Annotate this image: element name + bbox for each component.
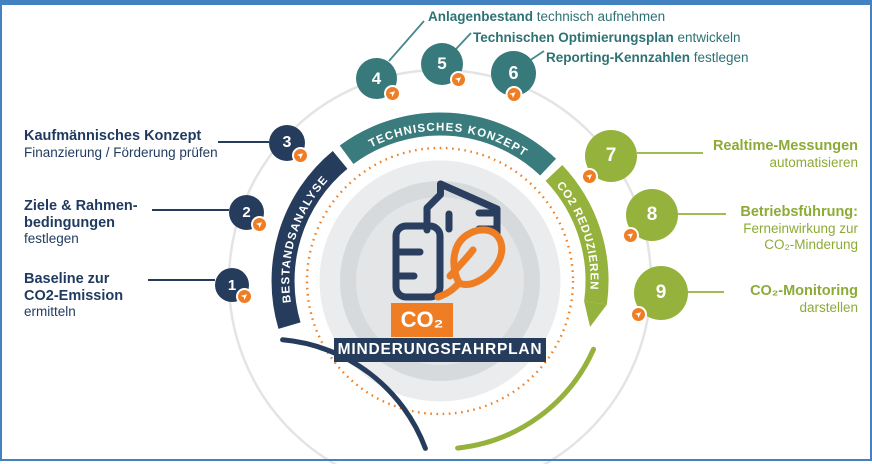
step-6-number: 6 bbox=[508, 63, 519, 83]
step-9-circle[interactable]: 9 ➤ bbox=[630, 266, 688, 323]
step-5-circle[interactable]: 5 ➤ bbox=[421, 43, 467, 88]
step-6-circle[interactable]: 6 ➤ bbox=[491, 51, 536, 103]
arc-bestandsanalyse bbox=[271, 151, 348, 329]
step-3-circle[interactable]: 3 ➤ bbox=[269, 125, 309, 164]
arc-technisches-konzept bbox=[339, 112, 557, 176]
step-7-label: Realtime-Messungen automatisieren bbox=[712, 138, 858, 170]
thin-arc-navy bbox=[280, 337, 428, 451]
step-1-number: 1 bbox=[227, 276, 237, 294]
step-4-circle[interactable]: 4 ➤ bbox=[356, 58, 401, 102]
click-cursor-icon: ➤ bbox=[384, 85, 401, 102]
diagram-title: MINDERUNGSFAHRPLAN bbox=[334, 338, 546, 362]
connector-line-4 bbox=[388, 20, 425, 62]
click-cursor-icon: ➤ bbox=[581, 168, 598, 185]
step-5-number: 5 bbox=[437, 54, 447, 73]
step-6-label: Reporting-Kennzahlen festlegen bbox=[546, 50, 749, 65]
click-cursor-icon: ➤ bbox=[505, 86, 522, 103]
step-9-label: CO₂-Monitoring darstellen bbox=[750, 283, 858, 315]
step-2-circle[interactable]: 2 ➤ bbox=[229, 195, 268, 233]
step-1-label: Baseline zur CO2-Emission ermitteln bbox=[24, 271, 124, 319]
thin-arc-green bbox=[455, 346, 596, 451]
step-2-label: Ziele & Rahmen- bedingungen festlegen bbox=[24, 198, 138, 246]
step-3-label: Kaufmännisches Konzept Finanzierung / Fö… bbox=[24, 128, 218, 160]
step-9-number: 9 bbox=[655, 282, 667, 303]
diagram-title-text: MINDERUNGSFAHRPLAN bbox=[337, 341, 543, 358]
step-8-label: Betriebsführung: Ferneinwirkung zur CO₂-… bbox=[740, 204, 858, 252]
step-2-number: 2 bbox=[242, 204, 251, 221]
arc-arrow-tip bbox=[584, 301, 607, 327]
co2-badge: CO₂ bbox=[391, 303, 453, 337]
step-7-number: 7 bbox=[605, 145, 617, 166]
step-8-circle[interactable]: 8 ➤ bbox=[622, 189, 678, 244]
click-cursor-icon: ➤ bbox=[292, 147, 309, 164]
arc-co2-reduzieren bbox=[545, 164, 609, 305]
click-cursor-icon: ➤ bbox=[622, 227, 639, 244]
step-4-number: 4 bbox=[371, 68, 382, 88]
connector-line-5 bbox=[455, 32, 472, 50]
step-1-circle[interactable]: 1 ➤ bbox=[215, 268, 253, 305]
co2-badge-text: CO₂ bbox=[400, 307, 444, 332]
step-3-number: 3 bbox=[282, 134, 292, 151]
step-4-label: Anlagenbestand technisch aufnehmen bbox=[428, 9, 666, 24]
dotted-orange-ring bbox=[305, 146, 575, 416]
leaf-icon bbox=[434, 226, 506, 301]
click-cursor-icon: ➤ bbox=[630, 306, 647, 323]
click-cursor-icon: ➤ bbox=[236, 288, 253, 305]
step-7-circle[interactable]: 7 ➤ bbox=[581, 130, 637, 185]
click-cursor-icon: ➤ bbox=[450, 71, 467, 88]
step-8-number: 8 bbox=[646, 204, 658, 225]
step-5-label: Technischen Optimierungsplan entwickeln bbox=[473, 30, 741, 45]
click-cursor-icon: ➤ bbox=[251, 216, 268, 233]
